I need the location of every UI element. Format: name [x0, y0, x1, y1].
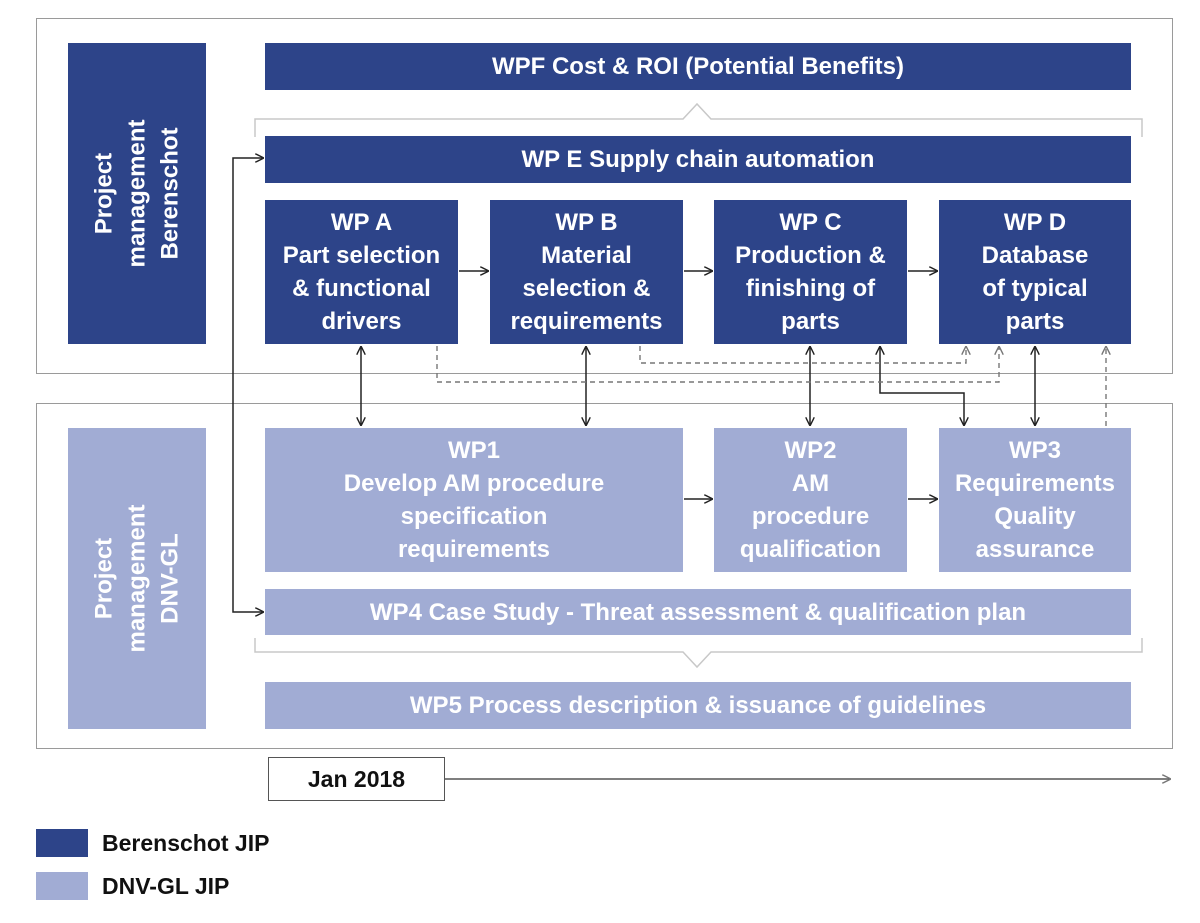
pm-berenschot-box: Project management Berenschot: [68, 43, 206, 344]
wp3-box: WP3 Requirements Quality assurance: [939, 428, 1131, 572]
wpb-box: WP B Material selection & requirements: [490, 200, 683, 344]
timeline-start-box: Jan 2018: [268, 757, 445, 801]
wpd-box: WP D Database of typical parts: [939, 200, 1131, 344]
top-brace: [254, 102, 1143, 137]
bottom-brace: [254, 638, 1143, 669]
arrow-left-bracket: [232, 158, 263, 612]
pm-dnvgl-box: Project management DNV-GL: [68, 428, 206, 729]
dashed-wpa-wpd: [436, 346, 999, 383]
legend-label-dnvgl: DNV-GL JIP: [102, 873, 230, 899]
wp5-box: WP5 Process description & issuance of gu…: [265, 682, 1131, 729]
dashed-wpb-wpd: [639, 346, 966, 364]
legend-swatch-dnvgl: [36, 872, 88, 900]
wpf-box: WPF Cost & ROI (Potential Benefits): [265, 43, 1131, 90]
wpe-box: WP E Supply chain automation: [265, 136, 1131, 183]
timeline-start-label: Jan 2018: [307, 765, 406, 792]
arrow-wpc-wp3: [880, 347, 964, 425]
wp4-box: WP4 Case Study - Threat assessment & qua…: [265, 589, 1131, 635]
legend-swatch-berenschot: [36, 829, 88, 857]
legend-label-berenschot: Berenschot JIP: [102, 830, 270, 856]
wp1-box: WP1 Develop AM procedure specification r…: [265, 428, 683, 572]
wpa-box: WP A Part selection & functional drivers: [265, 200, 458, 344]
wp2-box: WP2 AM procedure qualification: [714, 428, 907, 572]
wpc-box: WP C Production & finishing of parts: [714, 200, 907, 344]
